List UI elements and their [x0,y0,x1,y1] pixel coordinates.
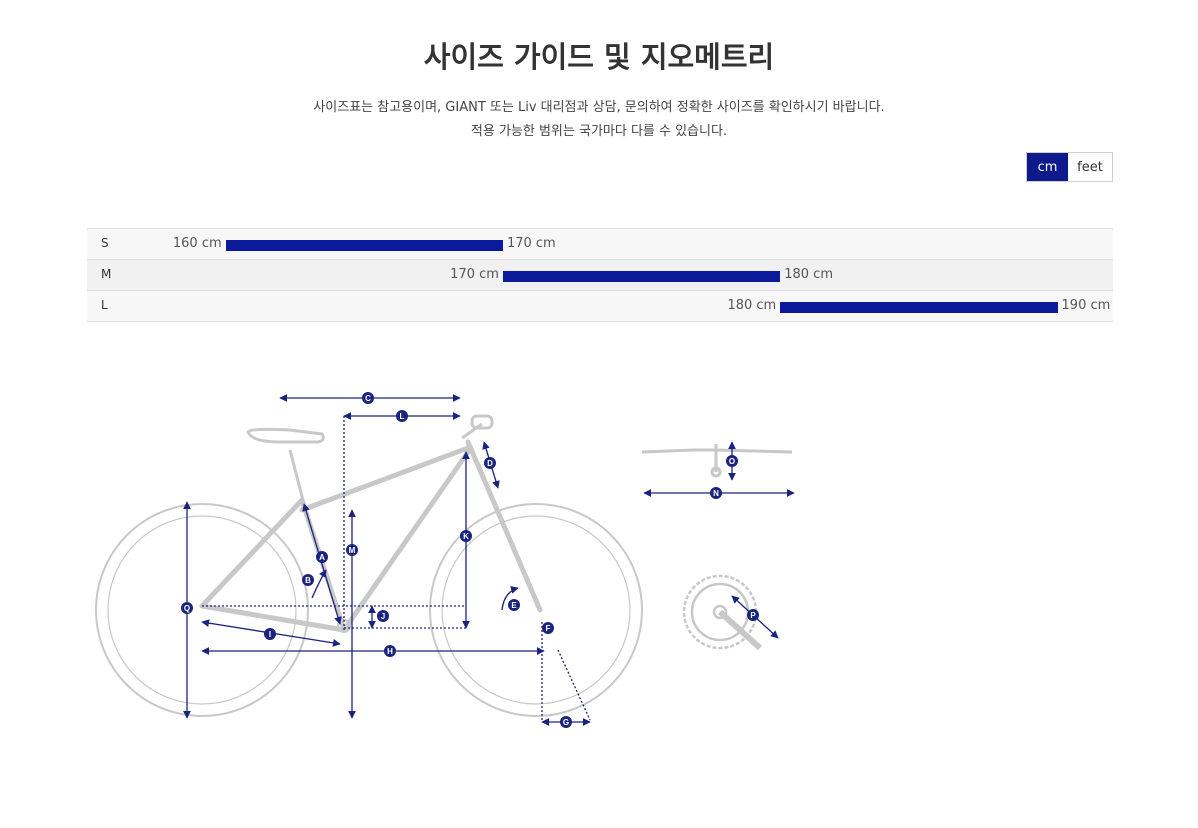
range-max-label: 170 cm [506,236,556,251]
svg-text:I: I [269,630,271,639]
geometry-label-o: O [726,455,738,467]
svg-text:O: O [729,457,735,466]
geometry-label-d: D [484,457,496,469]
range-min-label: 180 cm [727,298,777,313]
svg-text:E: E [511,601,517,610]
bike-frame [199,439,543,633]
svg-text:H: H [387,647,393,656]
size-guide-description: 사이즈표는 참고용이며, GIANT 또는 Liv 대리점과 상담, 문의하여 … [0,96,1198,144]
size-row-s: S 160 cm 170 cm [87,228,1113,259]
size-range-table: S 160 cm 170 cm M 170 cm 180 cm L 180 cm… [87,228,1113,322]
range-max-label: 180 cm [784,267,833,282]
range-min-label: 160 cm [172,236,222,251]
size-label: S [101,236,109,250]
size-label: L [101,298,108,312]
front-wheel [429,503,643,717]
size-range-bar [502,271,781,282]
geometry-label-p: P [747,609,759,621]
handlebar-stem [461,414,494,440]
svg-text:L: L [400,412,405,421]
description-line-1: 사이즈표는 참고용이며, GIANT 또는 Liv 대리점과 상담, 문의하여 … [313,100,885,115]
geometry-label-c: C [362,392,374,404]
svg-text:M: M [349,546,356,555]
geometry-label-markers: C L D M K A B Q J I H E F G O N P [181,392,759,728]
size-label: M [101,267,112,281]
size-row-m: M 170 cm 180 cm [87,259,1113,290]
size-range-bar [225,240,503,251]
geometry-label-k: K [460,530,472,542]
unit-feet-button[interactable]: feet [1068,153,1112,181]
svg-text:G: G [563,718,569,727]
geometry-label-a: A [316,551,328,563]
svg-text:D: D [487,459,493,468]
geometry-label-f: F [542,622,554,634]
size-row-l: L 180 cm 190 cm [87,290,1113,322]
size-range-bar [780,302,1058,313]
description-line-2: 적용 가능한 범위는 국가마다 다를 수 있습니다. [470,124,728,139]
svg-text:P: P [750,611,756,620]
range-max-label: 190 cm [1061,298,1111,313]
svg-text:B: B [305,576,311,585]
svg-text:Q: Q [184,604,190,613]
geometry-label-m: M [346,544,358,556]
geometry-label-g: G [560,716,572,728]
geometry-label-l: L [396,410,408,422]
geometry-label-e: E [508,599,520,611]
geometry-label-j: J [377,610,389,622]
geometry-label-n: N [710,487,722,499]
unit-toggle: cm feet [1026,152,1113,182]
svg-text:K: K [463,532,469,541]
bike-geometry-diagram: C L D M K A B Q J I H E F G O N P [95,392,795,728]
geometry-label-h: H [384,645,396,657]
svg-text:C: C [365,394,371,403]
svg-text:J: J [381,612,385,621]
handlebar-top-view [641,444,793,478]
page-title: 사이즈 가이드 및 지오메트리 [423,40,775,74]
saddle [246,427,325,505]
range-min-label: 170 cm [450,267,499,282]
svg-text:F: F [546,624,551,633]
geometry-label-b: B [302,574,314,586]
geometry-label-i: I [264,628,276,640]
geometry-label-q: Q [181,602,193,614]
rear-wheel [95,503,309,717]
unit-cm-button[interactable]: cm [1027,153,1068,181]
svg-text:A: A [319,553,325,562]
svg-text:N: N [713,489,719,498]
